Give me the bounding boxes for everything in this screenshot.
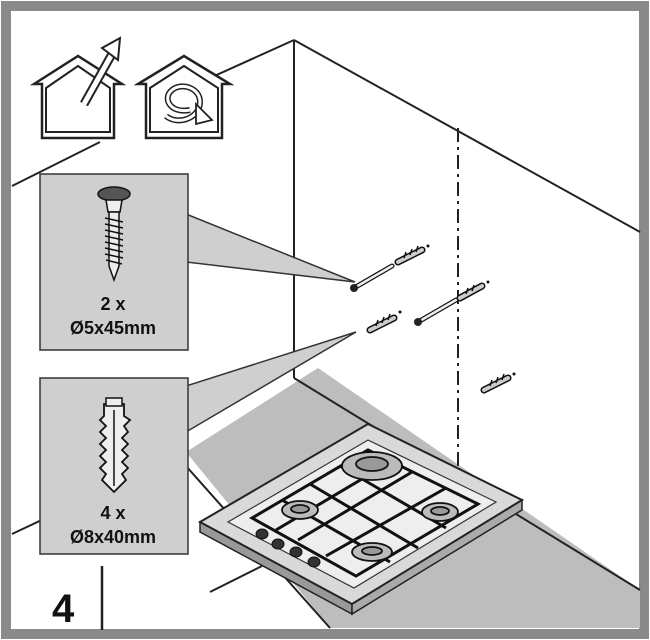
wall-plug-4 [480, 372, 516, 394]
wall-plug-icon [98, 397, 132, 494]
gas-hob [197, 422, 525, 616]
knob-4 [307, 556, 321, 568]
plug-quantity: 4 x [100, 503, 125, 523]
wall-plug-2 [366, 310, 402, 334]
wall-screw-1 [350, 263, 395, 292]
knob-3 [289, 546, 303, 558]
plug-callout: 4 x Ø8x40mm [39, 331, 357, 555]
wall-screw-2 [414, 297, 459, 326]
counter-cut-line [209, 565, 263, 593]
screw-callout: 2 x Ø5x45mm [39, 173, 356, 351]
screw-icon [97, 186, 131, 283]
hob-burners [281, 451, 459, 562]
screw-quantity: 2 x [100, 294, 125, 314]
house-ventilation-icon [29, 36, 127, 140]
wall-left-edge [11, 141, 101, 187]
knob-1 [255, 528, 269, 540]
control-knobs [255, 528, 321, 568]
house-air-circulation-icon [133, 54, 235, 140]
plug-size: Ø8x40mm [70, 527, 156, 547]
screw-size: Ø5x45mm [70, 318, 156, 338]
wall-top-right [293, 39, 641, 233]
wall-plug-1 [394, 244, 430, 266]
wall-plug-3 [456, 280, 490, 302]
knob-2 [271, 538, 285, 550]
step-number: 4 [52, 587, 75, 631]
